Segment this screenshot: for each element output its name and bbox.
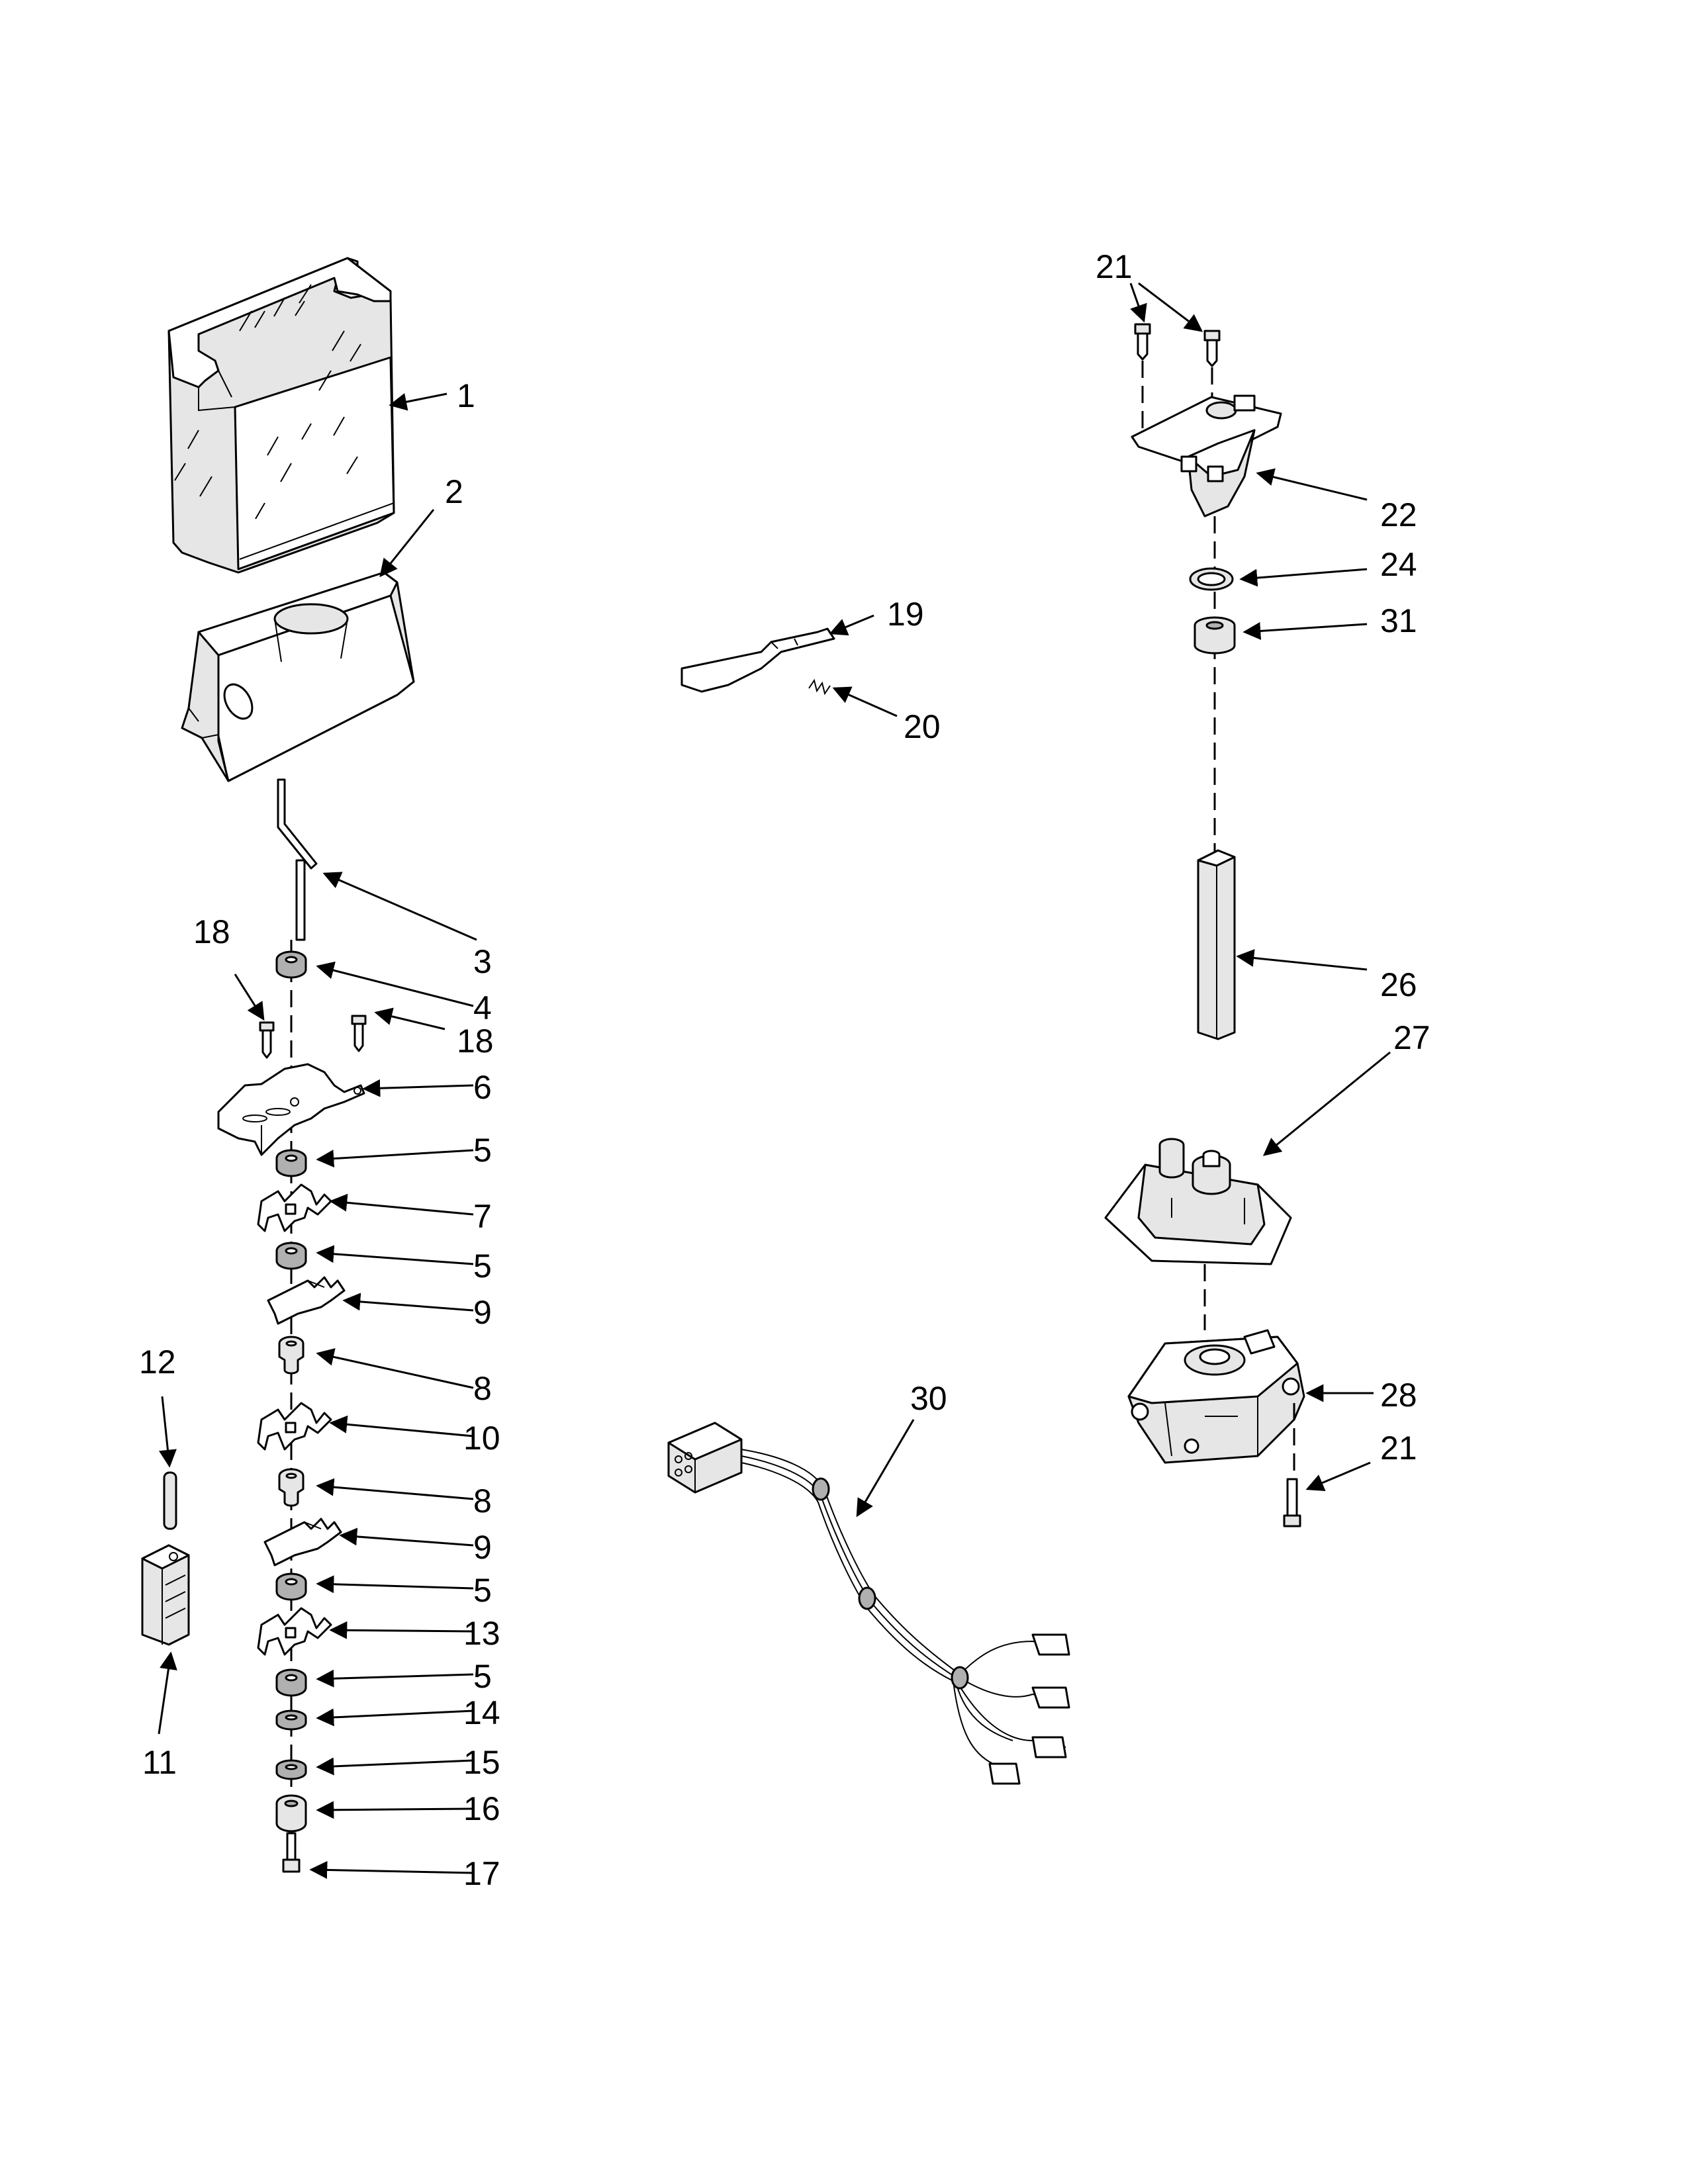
callout-2: 2 bbox=[445, 473, 463, 510]
spring-20 bbox=[808, 678, 831, 696]
callout-18-left: 18 bbox=[193, 913, 230, 950]
gear-motor-28 bbox=[1127, 1329, 1305, 1464]
bracket-6 bbox=[217, 1063, 365, 1156]
cam-13 bbox=[257, 1607, 332, 1656]
housing-22 bbox=[1131, 394, 1282, 518]
callout-27: 27 bbox=[1393, 1019, 1430, 1056]
callout-3: 3 bbox=[473, 943, 492, 980]
screw-18-left bbox=[259, 1021, 275, 1059]
callout-4: 4 bbox=[473, 989, 492, 1026]
washer-15 bbox=[275, 1759, 307, 1780]
callout-31: 31 bbox=[1380, 602, 1417, 639]
callout-8-b: 8 bbox=[473, 1482, 492, 1520]
screw-17 bbox=[282, 1832, 301, 1873]
callout-30: 30 bbox=[910, 1380, 947, 1417]
blade-9-a bbox=[267, 1276, 346, 1325]
callout-1: 1 bbox=[457, 377, 475, 414]
bushing-31 bbox=[1194, 616, 1236, 655]
callout-8-a: 8 bbox=[473, 1370, 492, 1407]
callout-21-bottom: 21 bbox=[1380, 1430, 1417, 1467]
ring-24 bbox=[1189, 567, 1234, 591]
callout-15: 15 bbox=[463, 1744, 500, 1781]
callout-12: 12 bbox=[139, 1343, 176, 1381]
screw-21-top-left bbox=[1134, 323, 1151, 361]
wire-harness-30 bbox=[667, 1422, 1070, 1785]
block-11 bbox=[141, 1544, 190, 1646]
callout-labels: 1 2 3 4 18 18 6 5 7 5 9 12 8 30 10 8 9 5… bbox=[139, 248, 1430, 1892]
callout-14: 14 bbox=[463, 1694, 500, 1731]
ice-bin-cover bbox=[167, 257, 395, 574]
shaft-26 bbox=[1197, 849, 1236, 1040]
callout-21-top: 21 bbox=[1096, 248, 1133, 285]
shaft-rod bbox=[277, 778, 318, 941]
nut-16 bbox=[275, 1794, 307, 1833]
pin-12 bbox=[163, 1471, 177, 1530]
callout-5-c: 5 bbox=[473, 1572, 492, 1609]
screw-21-bottom bbox=[1283, 1478, 1301, 1527]
washer-5-a bbox=[275, 1149, 307, 1177]
leader-lines bbox=[158, 282, 1391, 1879]
callout-5-a: 5 bbox=[473, 1132, 492, 1169]
bushing-8-b bbox=[278, 1468, 305, 1507]
callout-6: 6 bbox=[473, 1069, 492, 1106]
callout-11: 11 bbox=[142, 1744, 177, 1781]
screw-21-top-right bbox=[1203, 330, 1221, 367]
callout-26: 26 bbox=[1380, 966, 1417, 1003]
callout-20: 20 bbox=[904, 708, 941, 745]
callout-7: 7 bbox=[473, 1198, 492, 1235]
callout-17: 17 bbox=[463, 1855, 500, 1892]
ice-bin bbox=[181, 571, 415, 782]
callout-24: 24 bbox=[1380, 546, 1417, 583]
callout-19: 19 bbox=[887, 596, 924, 633]
washer-4 bbox=[275, 950, 307, 979]
callout-10: 10 bbox=[463, 1420, 500, 1457]
blade-9-b bbox=[263, 1518, 342, 1567]
motor-cover-27 bbox=[1104, 1138, 1292, 1265]
callout-22: 22 bbox=[1380, 496, 1417, 533]
callout-5-b: 5 bbox=[473, 1248, 492, 1285]
cam-7 bbox=[257, 1183, 332, 1232]
screw-18-right bbox=[351, 1015, 367, 1052]
lever-19 bbox=[680, 627, 835, 693]
callout-16: 16 bbox=[463, 1790, 500, 1827]
callout-9-b: 9 bbox=[473, 1529, 492, 1566]
washer-14 bbox=[275, 1709, 307, 1731]
callout-13: 13 bbox=[463, 1615, 500, 1652]
callout-5-d: 5 bbox=[473, 1658, 492, 1695]
washer-5-b bbox=[275, 1242, 307, 1270]
callout-28: 28 bbox=[1380, 1377, 1417, 1414]
bushing-8-a bbox=[278, 1336, 305, 1375]
callout-18-right: 18 bbox=[457, 1023, 494, 1060]
cam-10 bbox=[257, 1402, 332, 1451]
washer-5-d bbox=[275, 1668, 307, 1697]
callout-9-a: 9 bbox=[473, 1294, 492, 1331]
washer-5-c bbox=[275, 1572, 307, 1601]
